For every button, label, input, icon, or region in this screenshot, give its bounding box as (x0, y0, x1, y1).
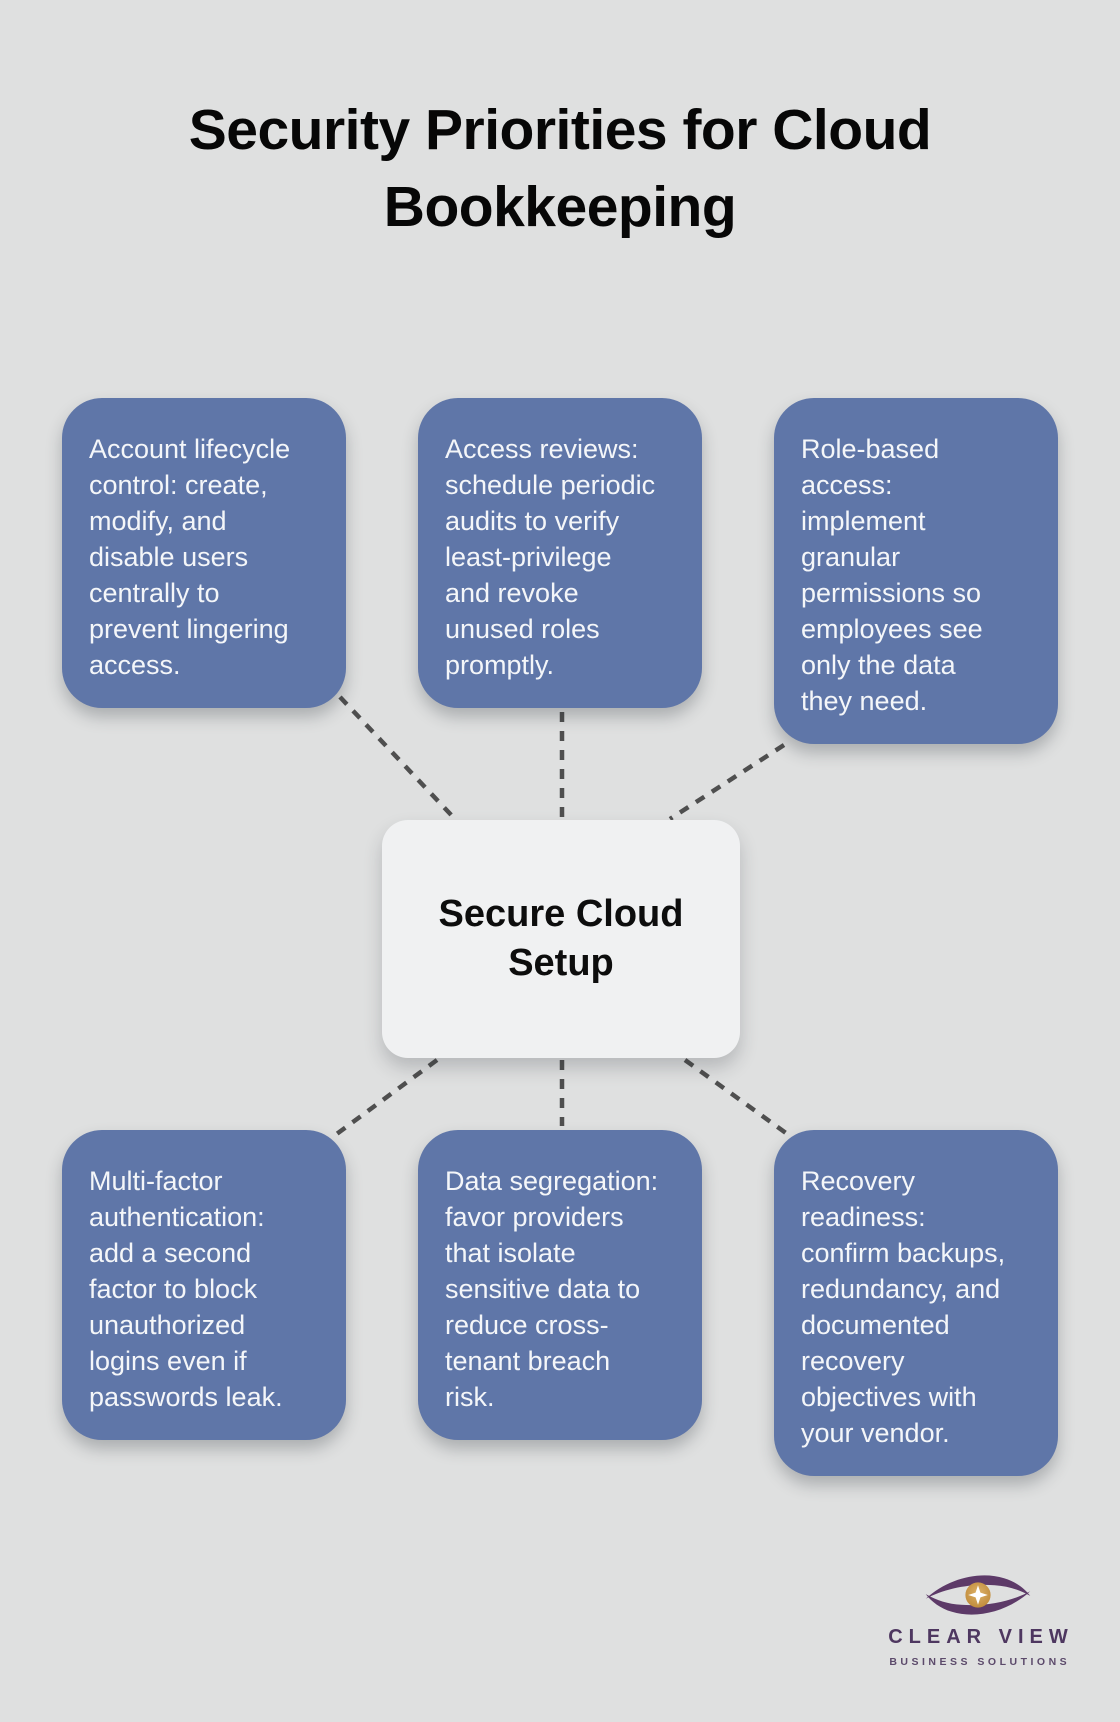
priority-node-text: Data segregation: favor providers that i… (445, 1166, 659, 1412)
connector-line (332, 1058, 439, 1138)
brand-tagline: BUSINESS SOLUTIONS (889, 1656, 1071, 1668)
priority-node-multi-factor-authentication: Multi-factor authentication: add a secon… (62, 1130, 346, 1440)
eye-icon (925, 1575, 1031, 1615)
connector-line (668, 743, 786, 821)
hub-node: Secure Cloud Setup (382, 820, 740, 1058)
brand-logo: CLEAR VIEW BUSINESS SOLUTIONS (868, 1570, 1088, 1668)
brand-name: CLEAR VIEW (888, 1626, 1074, 1648)
priority-node-text: Access reviews: schedule periodic audits… (445, 434, 656, 680)
priority-node-data-segregation: Data segregation: favor providers that i… (418, 1130, 702, 1440)
connector-line (683, 1058, 792, 1138)
page-title: Security Priorities for Cloud Bookkeepin… (188, 98, 932, 239)
connector-line (338, 695, 457, 821)
priority-node-text: Recovery readiness: confirm backups, red… (801, 1166, 1006, 1448)
priority-node-text: Account lifecycle control: create, modif… (89, 434, 291, 680)
priority-node-text: Multi-factor authentication: add a secon… (89, 1166, 283, 1412)
hub-label: Secure Cloud Setup (438, 893, 684, 984)
priority-node-role-based-access: Role-based access: implement granular pe… (774, 398, 1058, 744)
priority-node-recovery-readiness: Recovery readiness: confirm backups, red… (774, 1130, 1058, 1476)
priority-node-text: Role-based access: implement granular pe… (801, 434, 983, 716)
priority-node-access-reviews: Access reviews: schedule periodic audits… (418, 398, 702, 708)
priority-node-account-lifecycle: Account lifecycle control: create, modif… (62, 398, 346, 708)
